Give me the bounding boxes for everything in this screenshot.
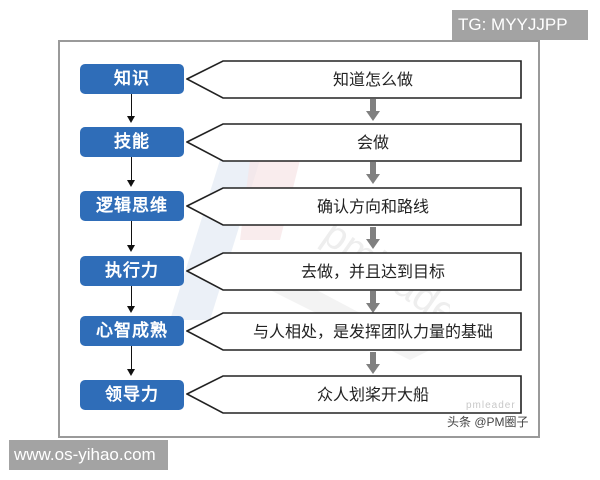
callout-text: 知道怎么做 [332, 70, 413, 89]
callout-text: 与人相处，是发挥团队力量的基础 [252, 322, 493, 341]
callout-leadership: 众人划桨开大船 [186, 375, 524, 415]
gray-arrow-down-icon [366, 99, 380, 121]
callout-shape [186, 60, 522, 99]
callout-mental-maturity: 与人相处，是发挥团队力量的基础 [186, 312, 524, 352]
step-logical-thinking: 逻辑思维 [80, 191, 184, 221]
gray-arrow-down-icon [366, 162, 380, 184]
callout-execution: 去做，并且达到目标 [186, 252, 524, 292]
gray-arrow-down-icon [366, 352, 380, 374]
callout-text: 会做 [356, 133, 389, 152]
connector-line [131, 94, 132, 116]
callout-shape [186, 187, 522, 226]
site-badge: www.os-yihao.com [9, 440, 168, 470]
callout-text: 众人划桨开大船 [316, 385, 429, 404]
callout-shape [186, 123, 522, 162]
step-leadership: 领导力 [80, 380, 184, 410]
connector-line [131, 346, 132, 369]
arrow-down-icon [127, 369, 135, 376]
source-credit: 头条 @PM圈子 [447, 415, 529, 429]
step-skill: 技能 [80, 127, 184, 157]
callout-text: 确认方向和路线 [316, 197, 429, 216]
arrow-down-icon [127, 306, 135, 313]
callout-knowledge: 知道怎么做 [186, 60, 524, 100]
connector-line [131, 286, 132, 306]
step-execution: 执行力 [80, 256, 184, 286]
arrow-down-icon [127, 180, 135, 187]
connector-line [131, 221, 132, 245]
step-knowledge: 知识 [80, 64, 184, 94]
gray-arrow-down-icon [366, 291, 380, 313]
callout-skill: 会做 [186, 123, 524, 163]
connector-line [131, 157, 132, 180]
watermark-brand: pmleader [466, 400, 516, 411]
gray-arrow-down-icon [366, 227, 380, 249]
callout-text: 去做，并且达到目标 [300, 262, 445, 281]
callout-shape [186, 312, 522, 351]
step-mental-maturity: 心智成熟 [80, 316, 184, 346]
tg-badge: TG: MYYJJPP [452, 10, 588, 40]
callout-logical-thinking: 确认方向和路线 [186, 187, 524, 227]
arrow-down-icon [127, 116, 135, 123]
arrow-down-icon [127, 245, 135, 252]
callout-shape [186, 375, 522, 414]
callout-shape [186, 252, 522, 291]
